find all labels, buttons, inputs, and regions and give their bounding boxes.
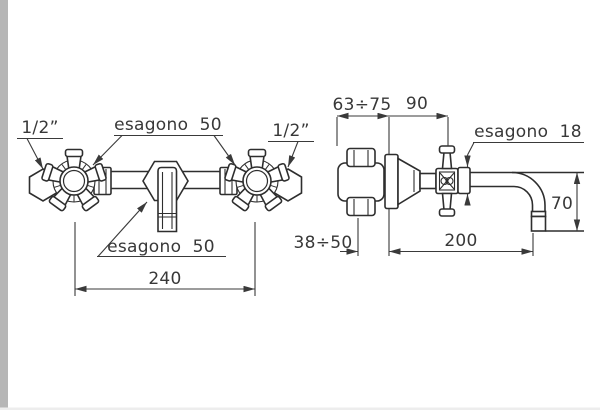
label-hex-spout: esagono 50 (107, 237, 215, 257)
escutcheon-bell (397, 157, 421, 206)
dim-handle-projection: 90 (406, 94, 428, 114)
label-hex-top: esagono 50 (114, 115, 222, 135)
inlet-nut-bottom (346, 196, 376, 217)
label-thread-left: 1/2” (21, 118, 58, 138)
inlet-nut-top (346, 147, 376, 168)
handle-spoke-down (438, 192, 456, 217)
dim-wall-clearance: 38÷50 (293, 233, 352, 253)
spout-front (157, 166, 178, 233)
spout-hex-nut (457, 166, 471, 195)
handle-hub (435, 167, 459, 195)
side-view-dimensions: 63÷75 90 esagono 18 70 38÷50 200 (293, 94, 584, 256)
dim-spout-reach: 200 (444, 231, 477, 251)
dim-overall-width: 240 (148, 269, 181, 289)
front-view-dimensions: 1/2” esagono 50 1/2” esagono 50 240 (17, 115, 314, 296)
side-view: 63÷75 90 esagono 18 70 38÷50 200 (293, 94, 584, 256)
handle-spoke-up (438, 145, 456, 170)
valve-body (337, 162, 385, 202)
right-handle (223, 148, 291, 213)
left-gray-strip (0, 0, 8, 410)
dim-wall-depth: 63÷75 (332, 95, 391, 115)
spout-side (470, 171, 584, 232)
escutcheon-flange (384, 153, 399, 210)
left-handle (40, 148, 108, 213)
label-thread-right: 1/2” (272, 121, 309, 141)
dim-spout-drop: 70 (551, 194, 573, 214)
label-spout-hex: esagono 18 (474, 122, 582, 142)
front-view: 1/2” esagono 50 1/2” esagono 50 240 (17, 115, 314, 296)
bottom-edge-line (0, 407, 600, 410)
handle-stem (419, 172, 437, 190)
